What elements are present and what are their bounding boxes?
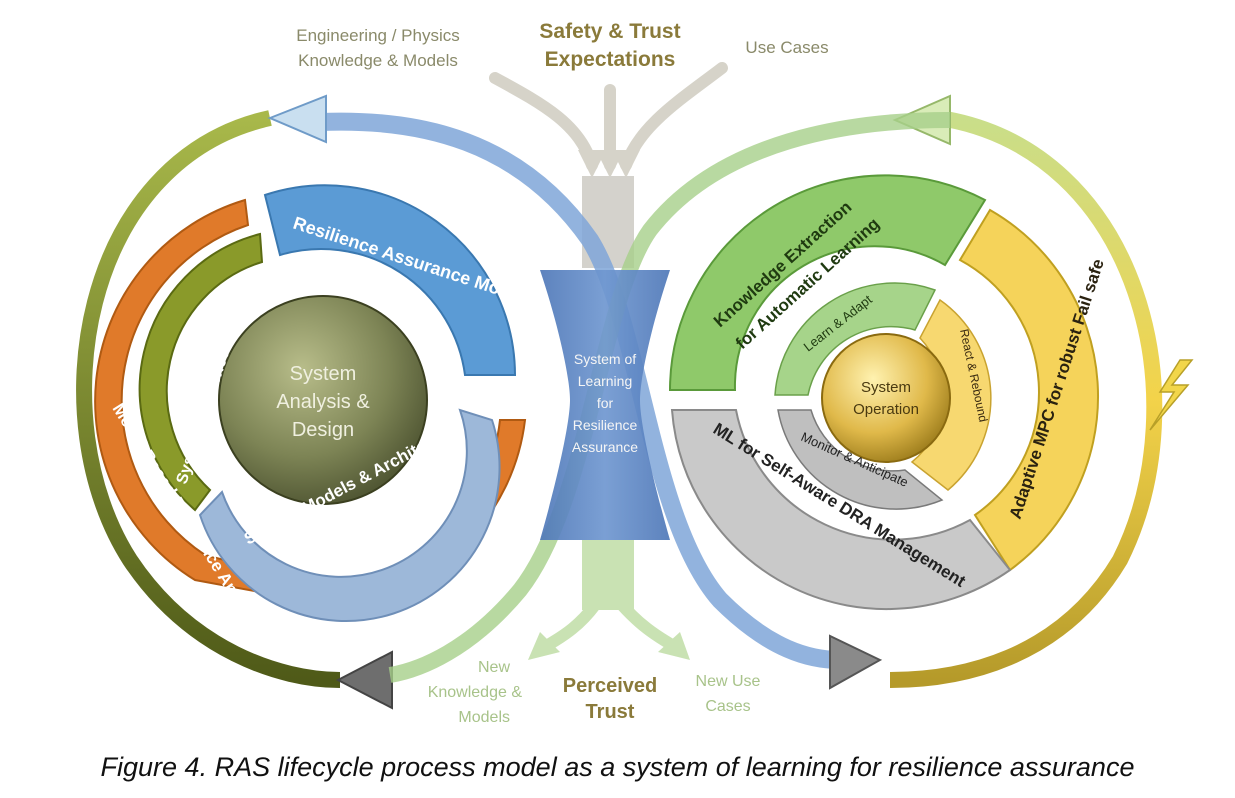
ring-blue [263,184,517,376]
center-text-3: for [597,395,614,411]
inner-ring-green [774,282,937,396]
outer-right-loop [889,110,1163,688]
sphere-left-text-2: Analysis & [276,391,370,413]
ring-yellow [958,208,1099,572]
center-text-5: Assurance [572,439,638,455]
label-new-use-2: Cases [705,698,750,715]
label-new-knowledge-3: Models [458,709,510,726]
label-perceived-1: Perceived [563,675,658,697]
label-safety-1: Safety & Trust [539,20,680,43]
ring-green [668,174,987,391]
label-new-knowledge-2: Knowledge & [428,684,523,701]
label-use-cases: Use Cases [745,38,828,57]
right-loop-arrowhead-bottom [829,634,883,690]
output-arrowhead-left [528,632,560,660]
blue-top-arrowhead [267,94,327,144]
ras-lifecycle-diagram: Engineering / Physics Knowledge & Models… [76,20,1194,726]
center-text-4: Resilience [573,417,638,433]
label-new-knowledge-1: New [478,659,510,676]
ring-olive [138,232,264,512]
label-perceived-2: Trust [586,701,635,723]
lightning-icon [1149,359,1194,431]
figure-caption: Figure 4. RAS lifecycle process model as… [100,752,1135,782]
ring-lightblue [198,408,501,623]
left-loop-arrowhead-bottom [335,650,393,710]
sphere-right-text-2: Operation [853,401,919,418]
label-engineering-2: Knowledge & Models [298,51,458,70]
label-safety-2: Expectations [545,48,676,71]
center-band [540,270,670,540]
center-text-2: Learning [578,373,633,389]
output-channel [582,540,634,610]
output-arrowhead-right [658,632,690,660]
inner-ring-gray [777,409,944,510]
ring-gray [670,409,1012,611]
sphere-right-text-1: System [861,379,911,396]
center-text-1: System of [574,351,636,367]
label-new-use-1: New Use [696,673,761,690]
system-analysis-sphere [218,295,428,505]
output-arrows [542,599,678,651]
system-operation-sphere [821,333,951,463]
input-arrowheads [578,150,640,178]
sphere-left-text-3: Design [292,419,354,441]
ring-orange [94,198,527,607]
sphere-left-text-1: System [290,363,357,385]
outer-left-loop [76,110,341,688]
label-engineering-1: Engineering / Physics [296,26,459,45]
